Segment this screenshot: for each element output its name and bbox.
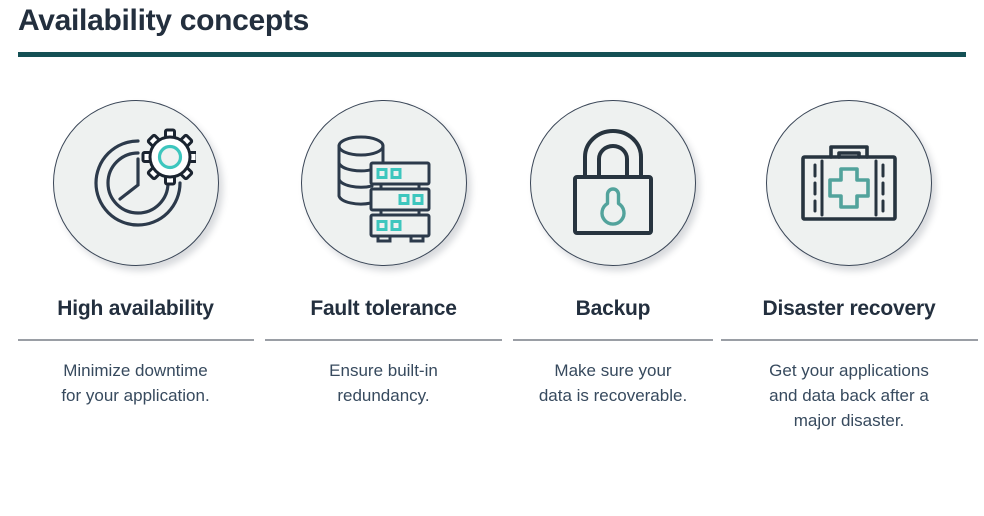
concept-description: Minimize downtime for your application. [61, 361, 210, 405]
concept-heading: Fault tolerance [310, 297, 457, 320]
concept-description: Ensure built-in redundancy. [329, 361, 438, 405]
concept-heading: Disaster recovery [762, 297, 936, 320]
concept-divider [720, 339, 978, 341]
first-aid-kit-icon [801, 145, 897, 221]
concept-heading: High availability [57, 297, 214, 320]
server-rack [369, 161, 430, 243]
concept-description: Make sure your data is recoverable. [538, 361, 688, 405]
concept-card-disaster-recovery: Disaster recovery Get your applications … [720, 100, 978, 433]
concept-card-high-availability: High availability Minimize downtime for … [9, 100, 262, 433]
keyhole-shape [600, 187, 626, 226]
page-title: Availability concepts [18, 4, 310, 37]
concept-card-backup: Backup Make sure your data is recoverabl… [505, 100, 721, 433]
gear-shape [141, 128, 196, 186]
concept-icon-circle [530, 100, 696, 266]
concepts-row: High availability Minimize downtime for … [0, 100, 984, 433]
concept-icon-circle [52, 100, 219, 266]
concept-icon-circle [766, 100, 932, 266]
concept-description: Get your applications and data back afte… [769, 361, 929, 430]
padlock-icon [573, 129, 653, 235]
concept-divider [265, 339, 502, 341]
concept-icon-circle [300, 100, 467, 266]
concept-divider [513, 339, 713, 341]
title-underline-rule [18, 52, 966, 57]
concept-heading: Backup [575, 297, 651, 320]
medical-cross-shape [828, 167, 870, 209]
database-servers-icon [337, 135, 430, 243]
concept-card-fault-tolerance: Fault tolerance Ensure built-in redundan… [262, 100, 505, 433]
clock-gear-icon [93, 128, 196, 227]
concept-divider [17, 339, 254, 341]
